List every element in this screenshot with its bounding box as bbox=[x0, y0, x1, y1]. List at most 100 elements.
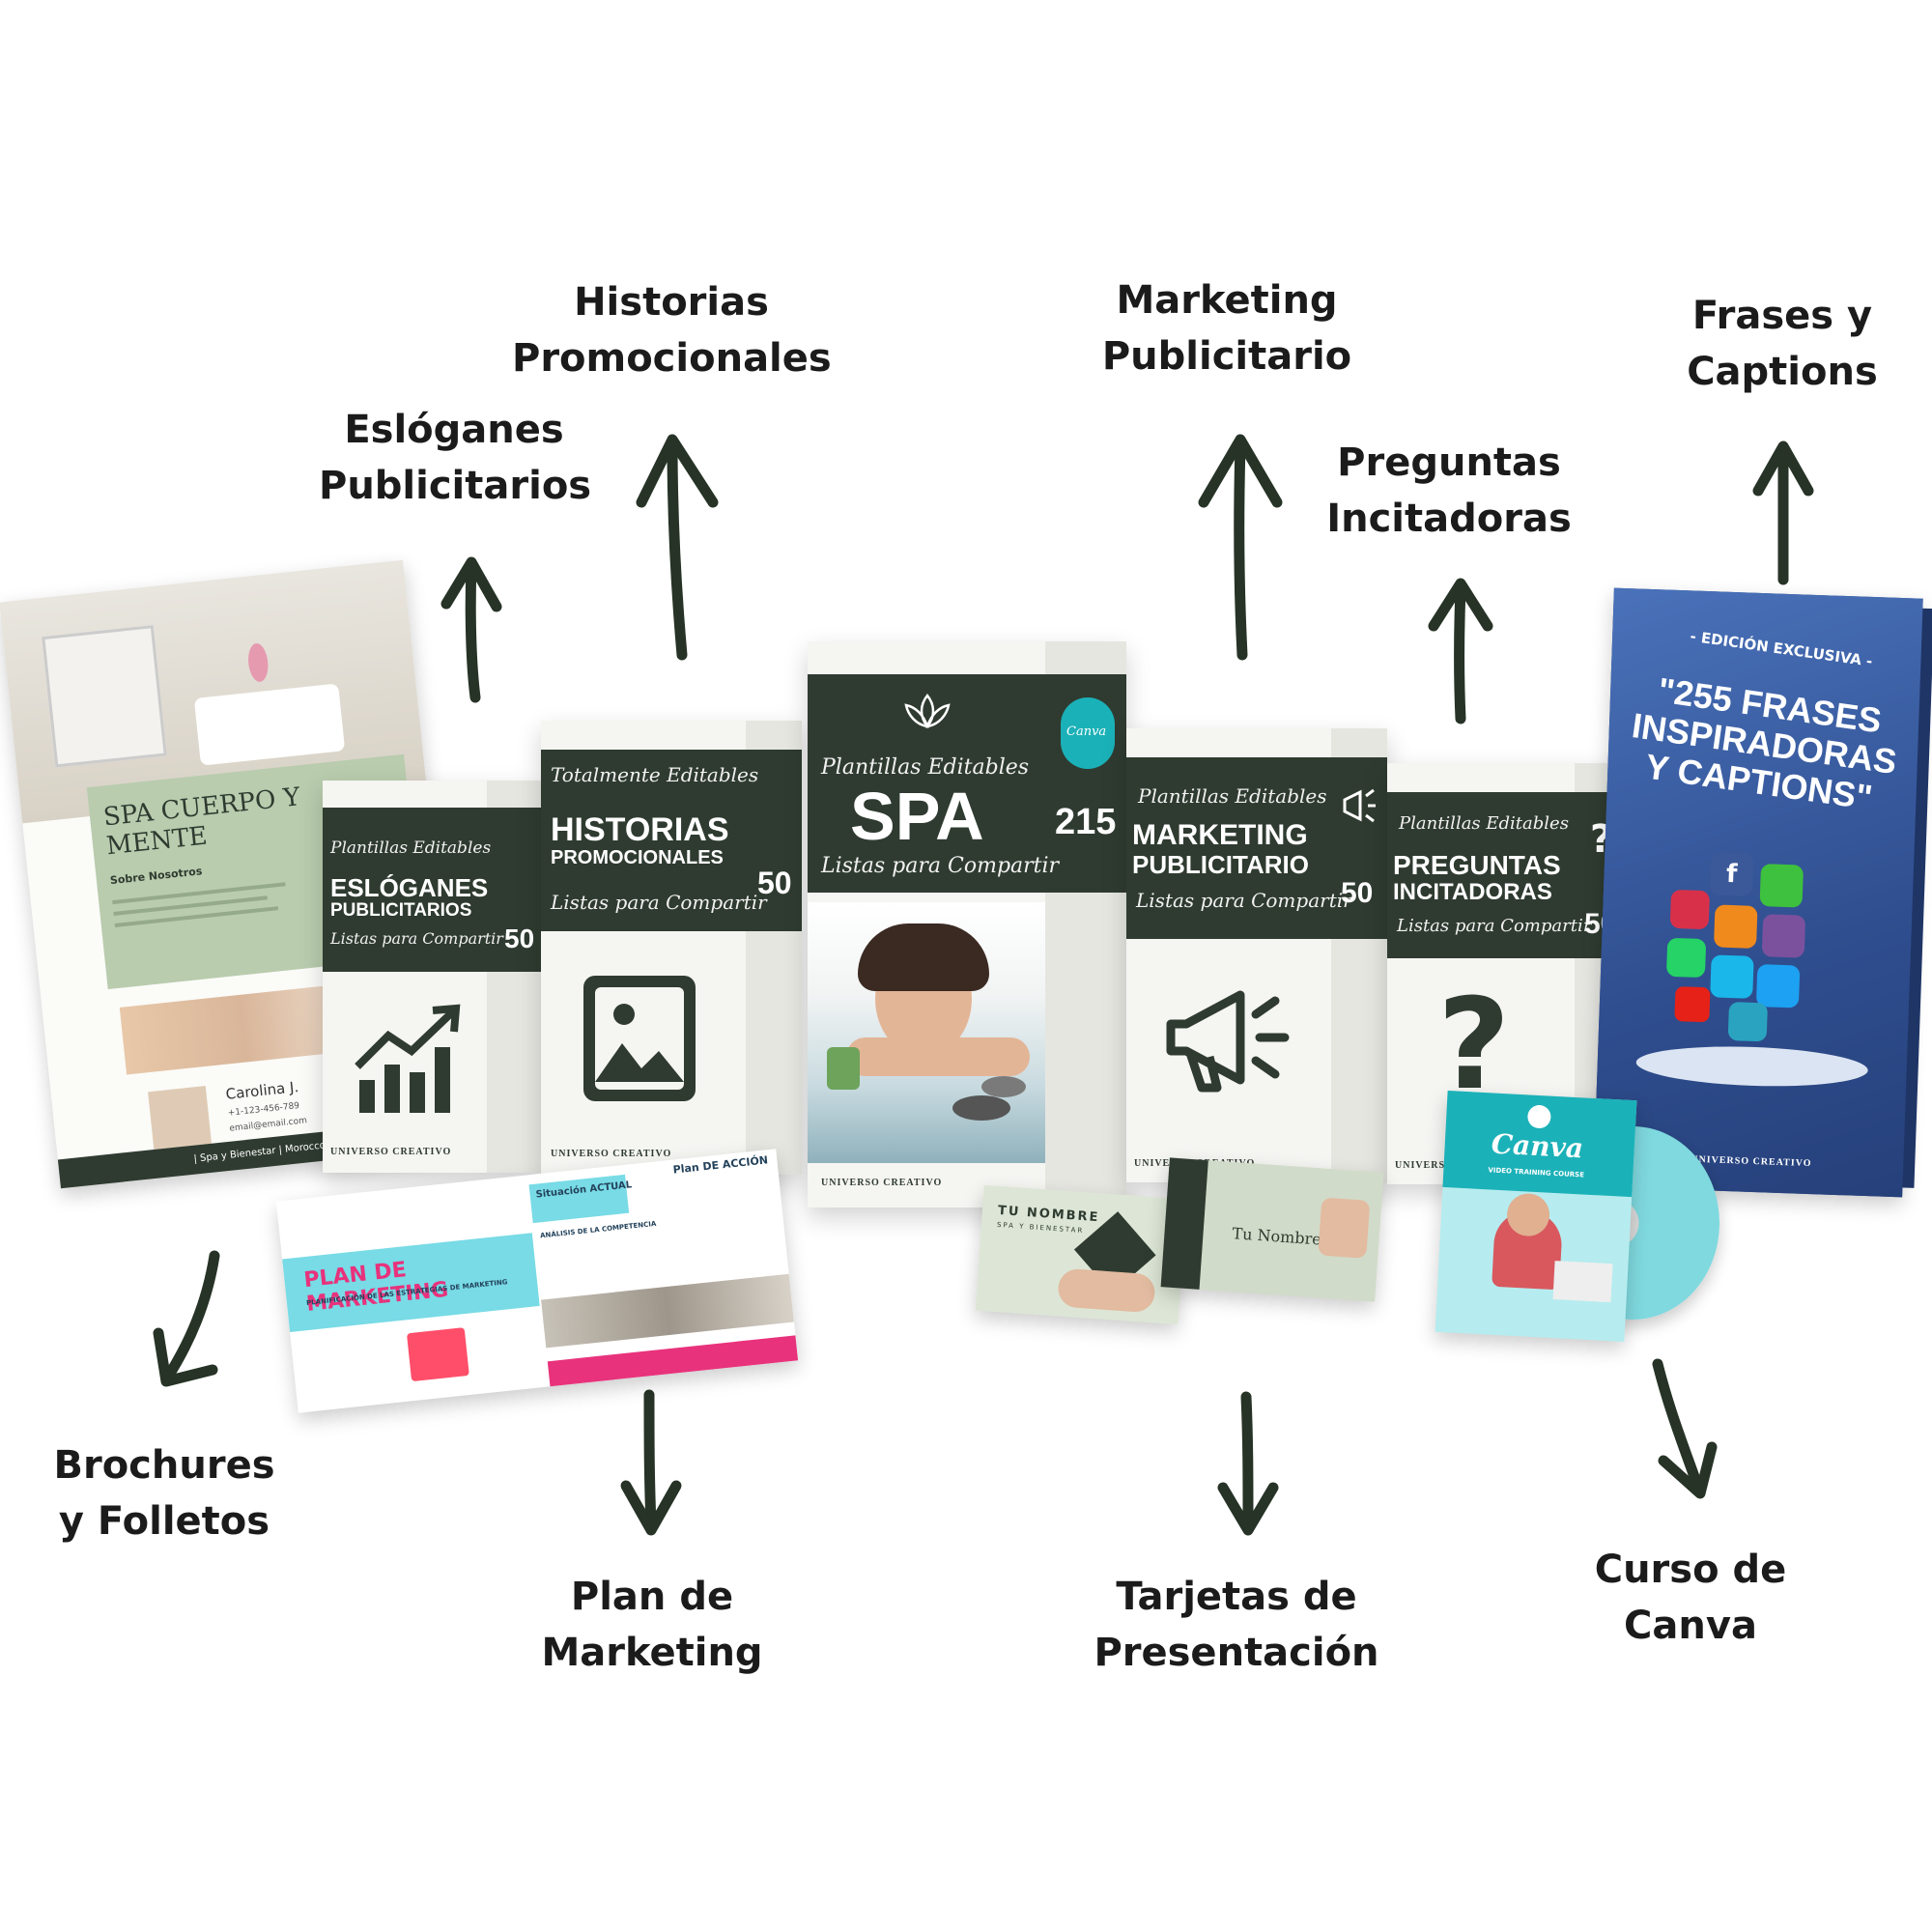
box-band: Plantillas Editables PREGUNTAS INCITADOR… bbox=[1387, 792, 1629, 958]
box-band: Plantillas Editables ESLÓGANES PUBLICITA… bbox=[323, 808, 541, 972]
arrow-down-plan bbox=[620, 1389, 682, 1536]
box-brand: UNIVERSO CREATIVO bbox=[821, 1178, 943, 1188]
box-script-bottom: Listas para Compartir bbox=[551, 891, 767, 914]
question-icon: ? bbox=[1437, 971, 1511, 1118]
label-line: Marketing bbox=[541, 1631, 763, 1675]
label-line: y Folletos bbox=[58, 1499, 270, 1544]
brochure-name: Carolina J. bbox=[224, 1078, 300, 1103]
box-title-2: INCITADORAS bbox=[1393, 879, 1552, 905]
arrow-up-marketing bbox=[1198, 434, 1283, 661]
box-script-top: Plantillas Editables bbox=[1138, 784, 1327, 808]
label-brochures: Brochures y Folletos bbox=[48, 1437, 280, 1549]
plan-heading: ANÁLISIS DE LA COMPETENCIA bbox=[539, 1219, 657, 1240]
label-plan: Plan de Marketing bbox=[541, 1569, 763, 1681]
facebook-icon: f bbox=[1709, 852, 1754, 896]
box-band: Totalmente Editables HISTORIAS PROMOCION… bbox=[541, 750, 802, 931]
canva-dvd-case: Canva VIDEO TRAINING COURSE bbox=[1435, 1091, 1637, 1342]
box-title-2: PUBLICITARIOS bbox=[330, 900, 472, 921]
box-marketing: Plantillas Editables MARKETING PUBLICITA… bbox=[1126, 728, 1387, 1182]
label-line: Historias bbox=[574, 280, 769, 325]
label-line: Presentación bbox=[1094, 1631, 1379, 1675]
plan-left-page: PLAN DE MARKETING PLANIFICACIÓN DE LAS E… bbox=[275, 1175, 549, 1413]
label-historias: Historias Promocionales bbox=[512, 274, 832, 386]
brochure-phone: +1-123-456-789 bbox=[227, 1101, 300, 1119]
twitter-icon bbox=[1755, 964, 1801, 1009]
label-tarjetas: Tarjetas de Presentación bbox=[1092, 1569, 1381, 1681]
label-marketing: Marketing Publicitario bbox=[1082, 272, 1372, 384]
viber-icon bbox=[1761, 914, 1806, 958]
avatar bbox=[148, 1086, 213, 1150]
bar-chart-icon bbox=[355, 1004, 461, 1113]
box-brand: UNIVERSO CREATIVO bbox=[551, 1149, 672, 1159]
brochure-footer-text: | Spa y Bienestar | Morocco bbox=[193, 1140, 327, 1165]
rss-icon bbox=[1714, 904, 1758, 949]
canva-badge-text: Canva bbox=[1066, 724, 1107, 739]
box-script-top: Totalmente Editables bbox=[551, 763, 759, 786]
box-title-2: PUBLICITARIO bbox=[1132, 850, 1309, 879]
whatsapp-icon bbox=[1665, 937, 1707, 979]
arrow-up-frases bbox=[1752, 440, 1814, 585]
box-title: MARKETING bbox=[1132, 819, 1308, 851]
social-icons-cluster: f bbox=[1647, 840, 1847, 1042]
box-historias: Totalmente Editables HISTORIAS PROMOCION… bbox=[541, 721, 802, 1175]
box-title-2: PROMOCIONALES bbox=[551, 847, 724, 868]
box-title: HISTORIAS bbox=[551, 811, 729, 848]
business-card-2: Tu Nombre bbox=[1160, 1157, 1384, 1302]
label-line: Curso de bbox=[1594, 1548, 1787, 1592]
box-count: 50 bbox=[1341, 877, 1374, 909]
plan-right-page: Situación ACTUAL Plan DE ACCIÓN ANÁLISIS… bbox=[527, 1149, 799, 1387]
line-icon bbox=[1759, 864, 1804, 908]
box-esloganes: Plantillas Editables ESLÓGANES PUBLICITA… bbox=[323, 781, 541, 1173]
label-line: Plan de bbox=[570, 1575, 734, 1619]
box-script-top: Plantillas Editables bbox=[330, 838, 492, 858]
arrow-down-curso bbox=[1652, 1358, 1718, 1499]
box-count: 50 bbox=[757, 866, 792, 900]
canva-badge: Canva bbox=[1061, 697, 1115, 769]
label-line: Publicitario bbox=[1101, 334, 1352, 379]
vimeo-icon bbox=[1710, 954, 1754, 999]
label-curso: Curso de Canva bbox=[1584, 1542, 1797, 1654]
arrow-up-esloganes bbox=[440, 556, 502, 703]
box-title: ESLÓGANES bbox=[330, 873, 489, 902]
arrow-up-historias bbox=[636, 434, 719, 661]
label-line: Publicitarios bbox=[319, 464, 592, 508]
box-brand: UNIVERSO CREATIVO bbox=[330, 1147, 452, 1157]
box-script-bottom: Listas para Compartir bbox=[821, 854, 1060, 878]
label-line: Frases y bbox=[1691, 294, 1873, 338]
box-count: 215 bbox=[1055, 802, 1117, 842]
label-line: Eslóganes bbox=[344, 408, 564, 452]
box-script-bottom: Listas para Compartir bbox=[1397, 916, 1592, 936]
spa-photo bbox=[808, 902, 1045, 1163]
box-band: Plantillas Editables SPA Listas para Com… bbox=[808, 674, 1126, 893]
box-spa: Plantillas Editables SPA Listas para Com… bbox=[808, 641, 1126, 1208]
brochure-email: email@email.com bbox=[229, 1116, 308, 1134]
box-count: 50 bbox=[504, 923, 535, 953]
label-line: Brochures bbox=[53, 1443, 275, 1488]
box-script-top: Plantillas Editables bbox=[1399, 813, 1569, 834]
box-band: Plantillas Editables MARKETING PUBLICITA… bbox=[1126, 757, 1387, 939]
label-preguntas: Preguntas Incitadoras bbox=[1323, 435, 1575, 547]
megaphone-icon bbox=[1166, 990, 1290, 1093]
lotus-icon bbox=[904, 693, 951, 729]
card-name-2: Tu Nombre bbox=[1231, 1224, 1322, 1249]
business-card-1: TU NOMBRE SPA Y BIENESTAR bbox=[975, 1184, 1187, 1325]
arrow-down-tarjetas bbox=[1217, 1391, 1279, 1536]
course-title: Canva bbox=[1490, 1127, 1584, 1165]
pinterest-icon bbox=[1669, 889, 1711, 930]
arrow-down-brochures bbox=[153, 1250, 220, 1387]
book-frases: - EDICIÓN EXCLUSIVA - "255 FRASES INSPIR… bbox=[1593, 587, 1932, 1198]
box-script-bottom: Listas para Compartir bbox=[1136, 889, 1352, 912]
box-title: SPA bbox=[850, 779, 984, 854]
label-line: Canva bbox=[1624, 1604, 1757, 1648]
label-line: Incitadoras bbox=[1326, 497, 1572, 541]
label-line: Tarjetas de bbox=[1116, 1575, 1357, 1619]
label-esloganes: Eslóganes Publicitarios bbox=[319, 402, 592, 514]
label-frases: Frases y Captions bbox=[1671, 288, 1893, 400]
image-icon bbox=[583, 976, 696, 1101]
box-script-top: Plantillas Editables bbox=[821, 755, 1030, 780]
label-line: Captions bbox=[1687, 350, 1878, 394]
instagram-icon bbox=[1727, 1002, 1769, 1042]
megaphone-small-icon bbox=[1343, 788, 1376, 823]
label-line: Marketing bbox=[1116, 278, 1338, 323]
